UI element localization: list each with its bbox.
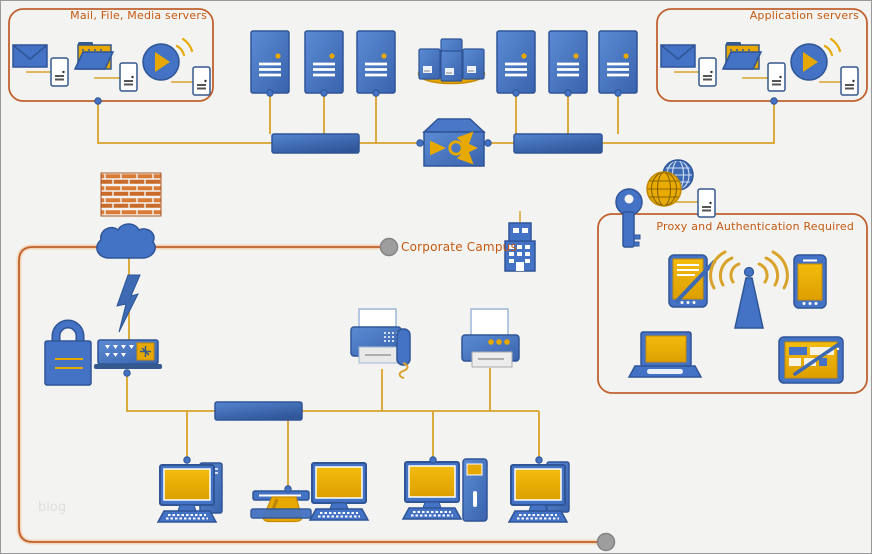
pda-icon [668, 254, 716, 308]
application-servers-label: Application servers [749, 9, 859, 22]
office-building-icon [504, 222, 536, 272]
switch-icon [271, 133, 360, 154]
tower-server-icon [547, 29, 589, 95]
stylus-icon [675, 260, 716, 303]
stylus-icon [793, 342, 841, 376]
switch-icon [513, 133, 603, 154]
laptop-icon [627, 331, 703, 378]
mail-file-media-callout [8, 8, 214, 102]
workstation-icon [402, 461, 462, 520]
network-connectors [97, 93, 775, 489]
modem-icon [94, 339, 162, 369]
tower-server-icon [303, 29, 345, 95]
proxy-authentication-label: Proxy and Authentication Required [656, 220, 854, 233]
tower-server-icon [597, 29, 639, 95]
tower-server-icon [495, 29, 537, 95]
campus-endpoint [379, 237, 399, 257]
tablet-icon [778, 336, 844, 384]
corporate-campus-label: Corporate Campus [401, 240, 517, 254]
workstation-icon [309, 462, 369, 521]
firewall-icon [100, 172, 162, 217]
proxy-callout [597, 213, 868, 394]
workstation-icon [508, 464, 568, 523]
blog-watermark: blog [38, 500, 67, 515]
application-server-icons [661, 39, 858, 95]
wifi-antenna-icon [709, 250, 789, 329]
campus-endpoint [596, 532, 616, 552]
mail-file-media-icons [13, 39, 210, 95]
mail-file-media-servers-label: Mail, File, Media servers [70, 9, 207, 22]
tower-server-icon [355, 29, 397, 95]
key-icon [615, 188, 643, 248]
lightning-icon [116, 274, 141, 333]
connection-dots [94, 89, 778, 493]
padlock-icon [44, 319, 92, 386]
corporate-campus-boundary [16, 244, 606, 545]
tower-server-icon [249, 29, 291, 95]
router-icon [422, 118, 486, 167]
mini-server-icon [697, 188, 716, 218]
printer-icon [461, 308, 520, 368]
switch-icon [214, 401, 303, 421]
server-farm-icon [417, 38, 486, 85]
card-scanner-icon [250, 490, 312, 523]
workstation-icon [157, 464, 217, 523]
application-callout [656, 8, 868, 102]
smartphone-icon [793, 254, 827, 309]
cloud-icon [96, 223, 156, 259]
tower-pc-icon [462, 458, 488, 522]
globe-icon [646, 159, 694, 207]
fax-icon [350, 308, 411, 379]
